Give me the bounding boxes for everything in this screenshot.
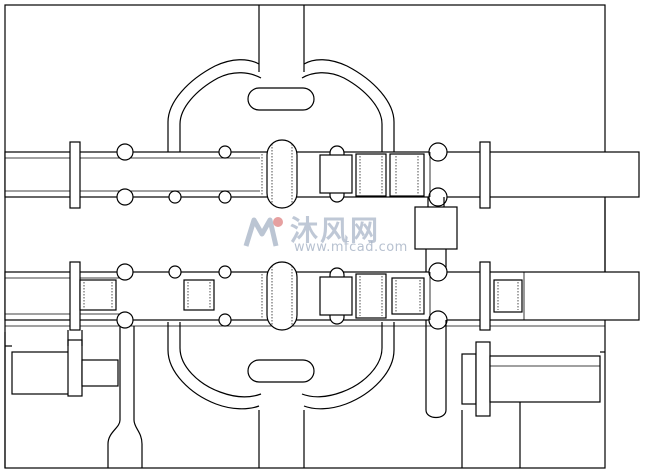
upper-ring-channel — [167, 59, 395, 152]
link-block — [414, 206, 458, 250]
lower-slot — [247, 359, 315, 383]
watermark-url-text: www.mfcad.com — [294, 240, 408, 255]
lower-ring-channel — [167, 322, 395, 468]
left-port — [11, 351, 73, 395]
lower-right-fitting — [425, 320, 605, 468]
lower-roller-left — [266, 261, 298, 331]
upper-shaft — [4, 139, 640, 209]
upper-roller-left — [266, 139, 298, 209]
lower-left-fitting — [5, 326, 143, 468]
top-vertical-port — [258, 5, 305, 72]
watermark-chinese-text: 沐风网 — [290, 214, 381, 247]
lower-shaft — [4, 261, 640, 331]
right-port — [489, 355, 601, 403]
mfcad-logo-icon — [243, 217, 283, 247]
upper-slot — [247, 87, 315, 111]
vertical-link — [414, 197, 458, 272]
